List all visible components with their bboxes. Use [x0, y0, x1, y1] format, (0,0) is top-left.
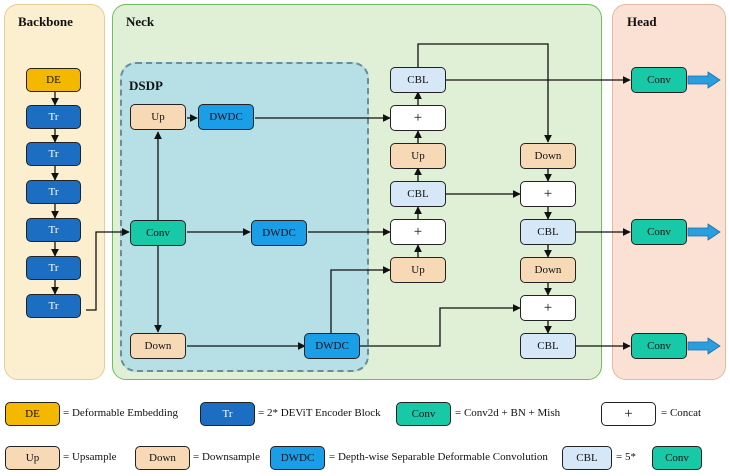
legend-dwdc-swatch: DWDC [270, 446, 325, 470]
legend-tr-label: = 2* DEViT Encoder Block [258, 407, 381, 419]
tr-block: Tr [26, 105, 81, 129]
right-arrow-icon [687, 337, 721, 355]
up-block: Up [130, 104, 186, 130]
legend-conv-label: = Conv2d + BN + Mish [455, 407, 561, 419]
de-block: DE [26, 68, 81, 92]
legend-conv-swatch: Conv [396, 402, 451, 426]
down-block: Down [130, 333, 186, 359]
legend-concat-swatch: + [601, 402, 656, 426]
up-block: Up [390, 257, 446, 283]
tr-block: Tr [26, 142, 81, 166]
conv-block: Conv [631, 67, 687, 93]
conv-block: Conv [631, 333, 687, 359]
legend-cbl-label: = 5* [616, 451, 636, 463]
legend-dwdc-label: = Depth-wise Separable Deformable Convol… [329, 451, 548, 463]
tr-block: Tr [26, 294, 81, 318]
dsdp-title: DSDP [129, 78, 163, 93]
right-arrow-icon [687, 223, 721, 241]
cbl-block: CBL [520, 219, 576, 245]
cbl-block: CBL [390, 67, 446, 93]
legend-cbl-swatch: CBL [562, 446, 612, 470]
head-panel [612, 4, 726, 380]
legend-down-swatch: Down [135, 446, 190, 470]
legend-down-label: = Downsample [193, 451, 260, 463]
dwdc-block: DWDC [251, 220, 307, 246]
legend-de-label: = Deformable Embedding [63, 407, 178, 419]
cbl-block: CBL [520, 333, 576, 359]
head-title: Head [627, 14, 657, 29]
legend-up-label: = Upsample [63, 451, 117, 463]
neck-title: Neck [126, 14, 155, 29]
tr-block: Tr [26, 218, 81, 242]
concat-block: + [520, 295, 576, 321]
dwdc-block: DWDC [198, 104, 254, 130]
tr-block: Tr [26, 256, 81, 280]
conv-block: Conv [130, 220, 186, 246]
right-arrow-icon [687, 71, 721, 89]
down-block: Down [520, 257, 576, 283]
legend-de-swatch: DE [5, 402, 60, 426]
legend-cbl-conv-swatch: Conv [652, 446, 702, 470]
legend-concat-label: = Concat [661, 407, 702, 419]
cbl-block: CBL [390, 181, 446, 207]
concat-block: + [390, 105, 446, 131]
dwdc-block: DWDC [304, 333, 360, 359]
conv-block: Conv [631, 219, 687, 245]
backbone-title: Backbone [18, 14, 73, 29]
tr-block: Tr [26, 180, 81, 204]
legend-tr-swatch: Tr [200, 402, 255, 426]
down-block: Down [520, 143, 576, 169]
legend-up-swatch: Up [5, 446, 60, 470]
concat-block: + [520, 181, 576, 207]
concat-block: + [390, 219, 446, 245]
up-block: Up [390, 143, 446, 169]
